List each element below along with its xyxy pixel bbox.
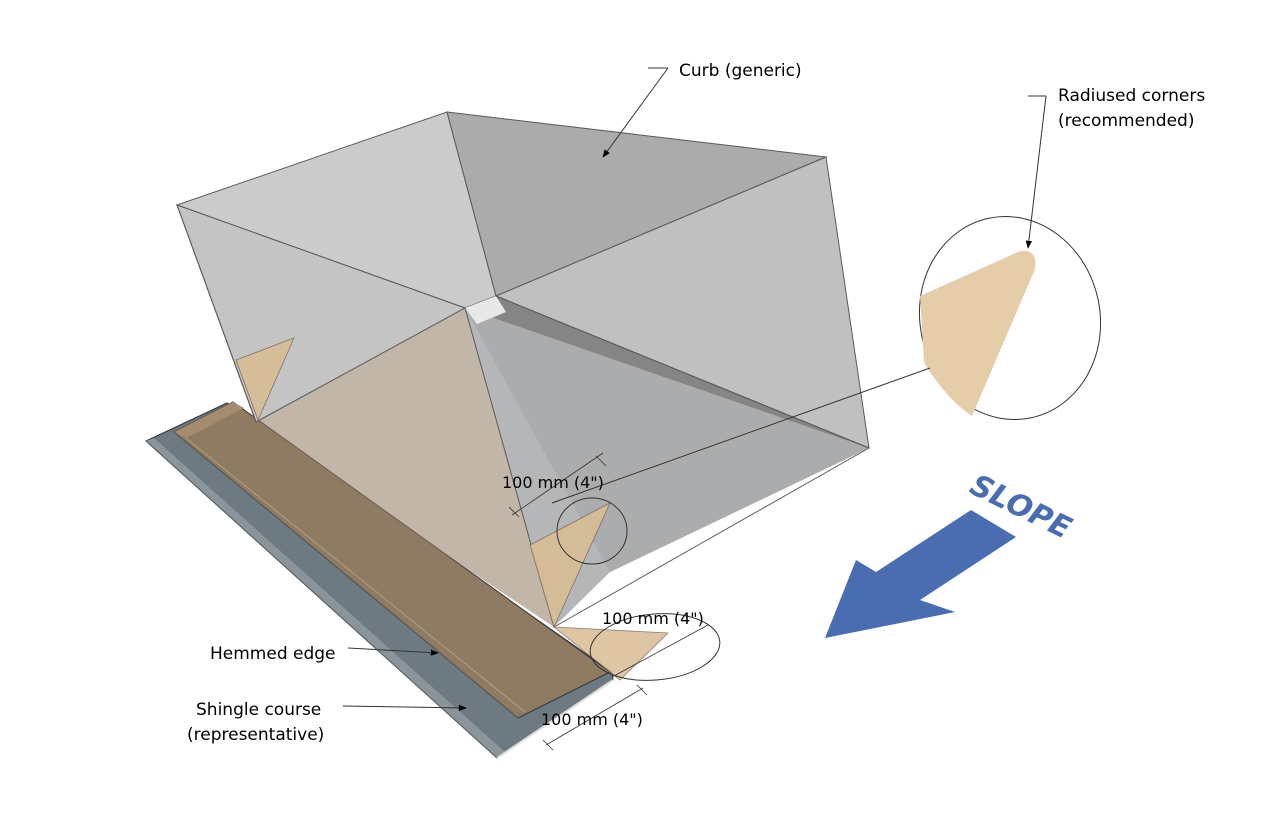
radiused-corners-sublabel: (recommended) [1058, 111, 1194, 131]
dimension-label-upper: 100 mm (4") [502, 473, 604, 492]
shingle-course-label: Shingle course [196, 700, 321, 720]
dimension-marks [508, 452, 709, 751]
radiused-leader [1025, 95, 1047, 249]
dimension-label-bottom: 100 mm (4") [541, 710, 643, 729]
slope-indicator: SLOPE [825, 468, 1077, 638]
radiused-corner-detail [551, 215, 1102, 681]
shingle-course-leader [342, 704, 467, 712]
hemmed-edge-label: Hemmed edge [210, 644, 336, 664]
dimension-label-right: 100 mm (4") [602, 609, 704, 628]
curb-label: Curb (generic) [679, 61, 802, 81]
curb-leader [602, 67, 669, 158]
shingle-course-sublabel: (representative) [187, 725, 324, 745]
corner-flashing-pieces [235, 337, 669, 681]
hemmed-edge-leader [347, 647, 439, 656]
radiused-corners-label: Radiused corners [1058, 86, 1205, 106]
slope-arrow [825, 510, 1016, 638]
